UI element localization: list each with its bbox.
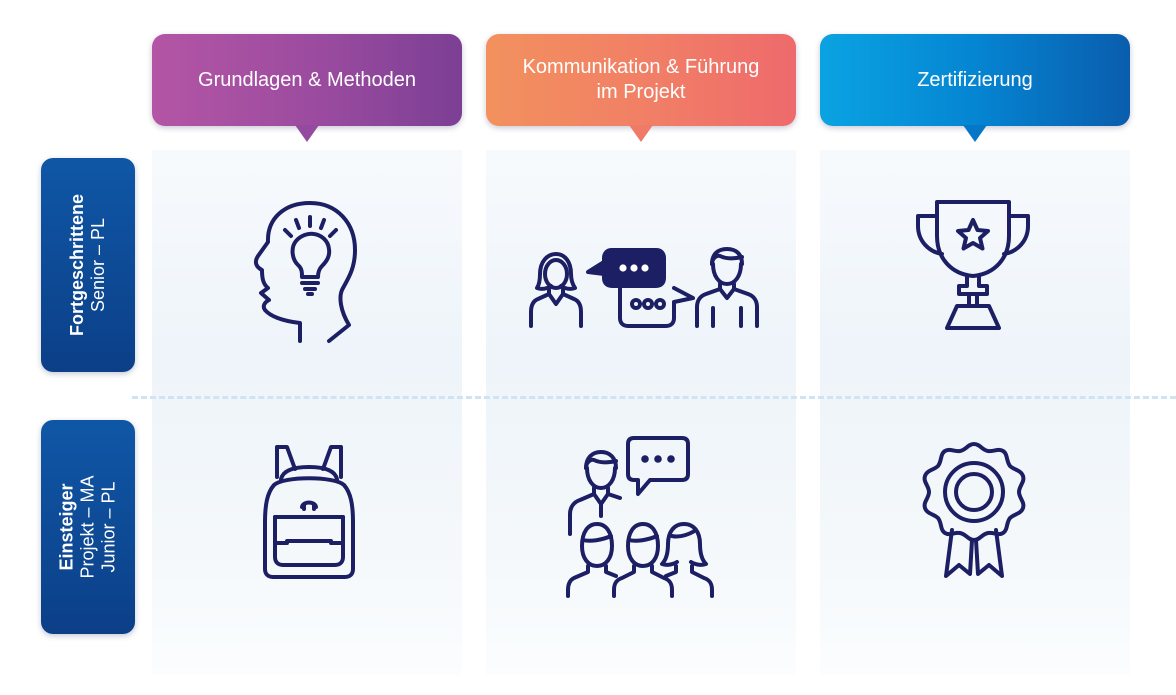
header-pointer xyxy=(629,125,653,142)
row-subtitle-2: Junior – PL xyxy=(98,481,119,573)
header-pointer xyxy=(295,125,319,142)
trophy-icon xyxy=(913,196,1033,336)
column-background-zertifizierung xyxy=(820,150,1130,675)
column-background-grundlagen xyxy=(152,150,462,675)
column-header-zertifizierung: Zertifizierung xyxy=(820,34,1130,142)
row-label-einsteiger: Einsteiger Projekt – MA Junior – PL xyxy=(41,420,135,634)
column-background-kommunikation xyxy=(486,150,796,675)
award-ribbon-icon xyxy=(922,440,1027,580)
row-subtitle: Projekt – MA xyxy=(77,475,98,579)
row-divider xyxy=(132,396,1176,399)
row-subtitle: Senior – PL xyxy=(88,217,108,313)
row-label-fortgeschrittene: Fortgeschrittene Senior – PL xyxy=(41,158,135,372)
row-title: Einsteiger xyxy=(56,483,77,571)
column-header-grundlagen: Grundlagen & Methoden xyxy=(152,34,462,142)
team-chat-icon xyxy=(566,436,721,601)
column-header-label: Grundlagen & Methoden xyxy=(198,68,416,91)
column-header-label: Kommunikation & Führung im Projekt xyxy=(522,56,760,103)
row-title: Fortgeschrittene xyxy=(67,193,87,337)
column-header-label: Zertifizierung xyxy=(917,68,1033,91)
column-header-kommunikation: Kommunikation & Führung im Projekt xyxy=(486,34,796,142)
header-pointer xyxy=(963,125,987,142)
head-lightbulb-icon xyxy=(252,198,362,343)
backpack-icon xyxy=(259,443,359,583)
conversation-icon xyxy=(528,244,763,330)
